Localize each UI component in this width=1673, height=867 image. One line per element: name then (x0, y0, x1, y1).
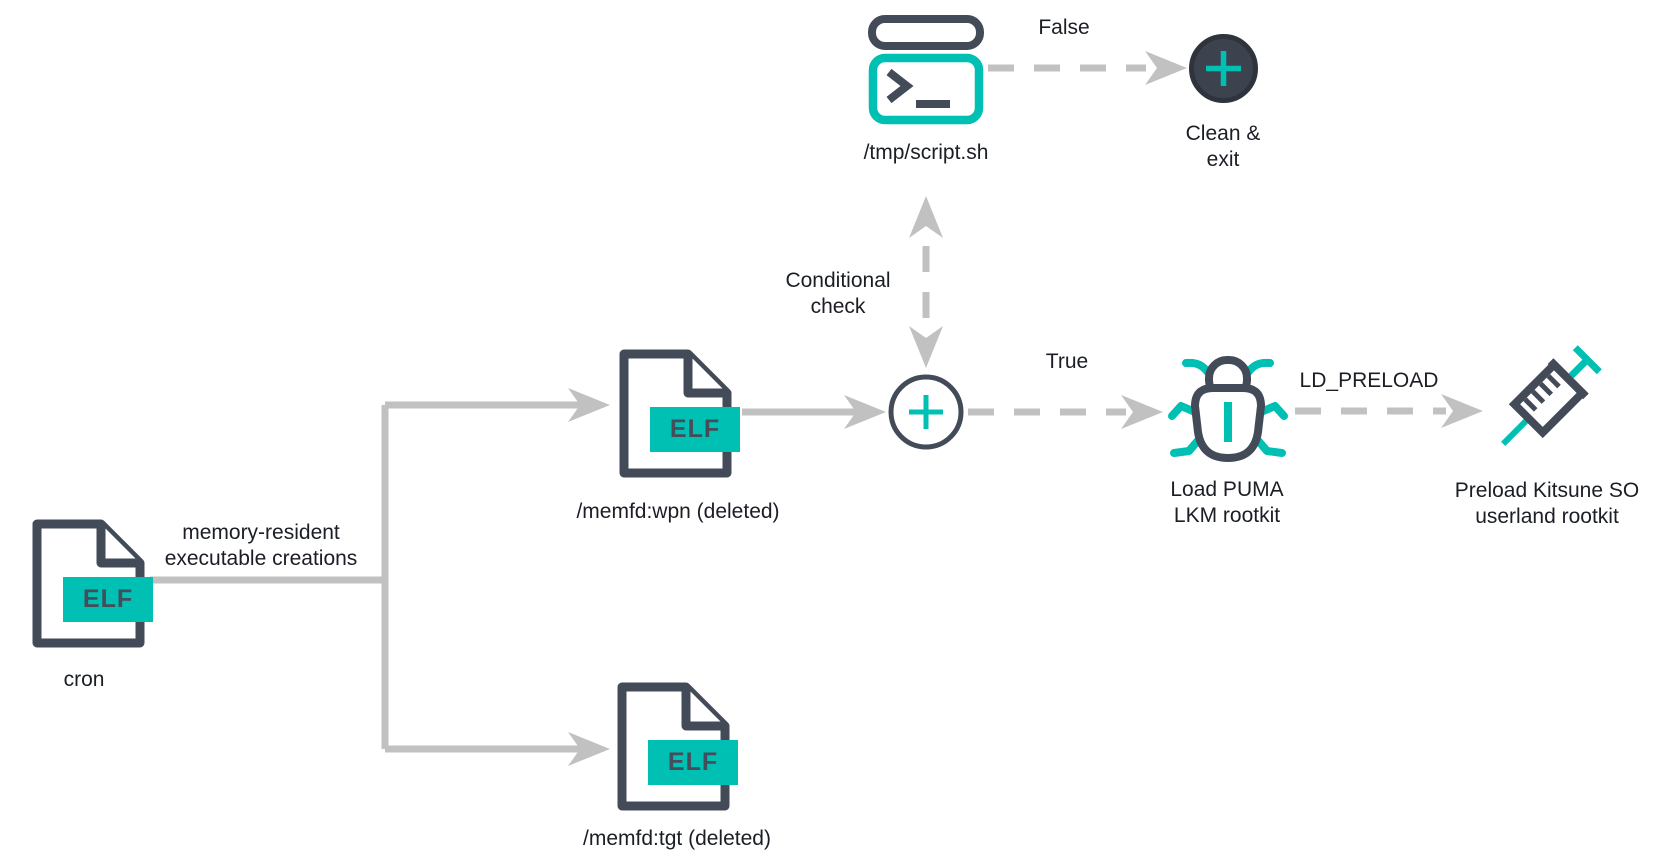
conditional-check-edge-label: Conditional check (785, 268, 890, 320)
tmp-script-node (866, 14, 986, 131)
node-label-line: userland rootkit (1475, 505, 1619, 528)
arrowhead-to-syringe (1441, 394, 1483, 428)
false-edge-label: False (1038, 16, 1090, 39)
tmp-script-label: /tmp/script.sh (863, 141, 989, 164)
preload-kitsune-label: Preload Kitsune SO userland rootkit (1455, 478, 1639, 530)
elf-badge: ELF (648, 740, 738, 785)
edge-label-line: executable creations (164, 547, 358, 570)
memfd-wpn-label: /memfd:wpn (deleted) (576, 500, 780, 523)
node-label-line: exit (1206, 148, 1240, 171)
arrowhead-to-tgt (568, 732, 610, 766)
arrowhead-to-bug (1121, 395, 1163, 429)
conditional-gate-node (884, 370, 968, 459)
preload-kitsune-node (1477, 330, 1617, 475)
plus-circle-icon (888, 374, 964, 450)
arrowhead-to-gate (844, 395, 886, 429)
clean-exit-node (1188, 33, 1259, 109)
load-puma-node (1164, 354, 1292, 475)
edge-label-line: memory-resident (182, 521, 340, 544)
elf-badge: ELF (650, 407, 740, 452)
node-label-line: LKM rootkit (1173, 504, 1281, 527)
edge-label-line: check (810, 295, 866, 318)
arrowhead-to-clean-exit (1145, 51, 1187, 85)
memfd-tgt-node: ELF (613, 681, 743, 811)
clean-exit-label: Clean & exit (1186, 121, 1261, 173)
bug-icon (1168, 356, 1288, 462)
cron-node: ELF (28, 518, 158, 648)
elf-badge: ELF (63, 577, 153, 622)
ld-preload-edge-label: LD_PRELOAD (1299, 369, 1439, 392)
memfd-tgt-label: /memfd:tgt (deleted) (583, 827, 771, 850)
syringe-icon (1501, 345, 1602, 446)
terminal-icon (868, 15, 984, 125)
arrowhead-down-to-gate (909, 326, 943, 368)
arrowhead-up-to-script (909, 196, 943, 238)
clean-exit-circle-icon (1189, 34, 1258, 103)
cron-label: cron (63, 668, 105, 691)
edge-label-line: Conditional (785, 269, 891, 292)
node-label-line: Preload Kitsune SO (1454, 479, 1640, 502)
memory-resident-edge-label: memory-resident executable creations (165, 520, 358, 572)
arrowhead-to-wpn (568, 388, 610, 422)
node-label-line: Clean & (1185, 122, 1261, 145)
node-label-line: Load PUMA (1170, 478, 1284, 501)
true-edge-label: True (1045, 350, 1089, 373)
load-puma-label: Load PUMA LKM rootkit (1170, 477, 1283, 529)
memfd-wpn-node: ELF (615, 348, 745, 478)
